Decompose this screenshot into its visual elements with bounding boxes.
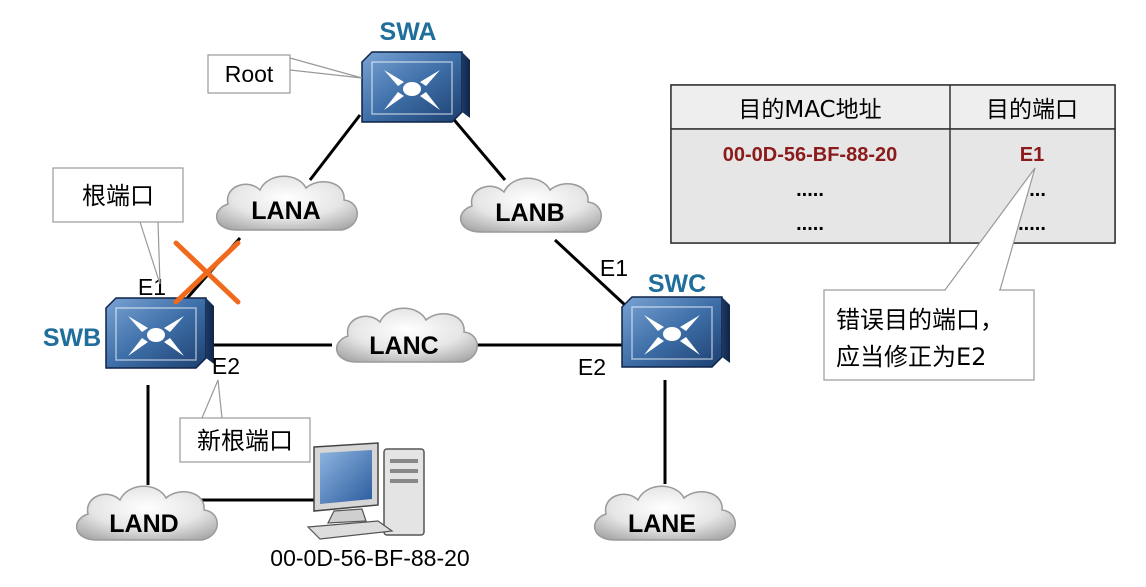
mac-table-cell: 00-0D-56-BF-88-20 <box>723 144 898 166</box>
mac-table-cell: ..... <box>796 213 824 235</box>
port-label-swb-e2: E2 <box>212 353 240 379</box>
lan-cloud-lanc: LANC <box>335 307 479 363</box>
lan-label: LANA <box>251 197 320 225</box>
callout-new-root-port-text: 新根端口 <box>197 427 293 455</box>
lan-label: LANE <box>628 510 696 538</box>
port-label-swc-e2: E2 <box>578 354 606 380</box>
port-label-swb-e1: E1 <box>138 274 166 300</box>
callout-wrong-port: 错误目的端口， 应当修正为E2 <box>823 167 1036 381</box>
callout-root: Root <box>207 54 363 94</box>
port-label-swc-e1: E1 <box>600 255 628 281</box>
lan-cloud-lane: LANE <box>593 485 737 541</box>
lan-label: LANC <box>369 332 438 360</box>
lan-cloud-lana: LANA <box>215 175 359 231</box>
lan-label: LANB <box>495 199 564 227</box>
switch-label-swb: SWB <box>43 324 101 352</box>
host-mac-label: 00-0D-56-BF-88-20 <box>270 545 469 571</box>
switch-swc <box>621 296 731 368</box>
lan-cloud-lanb: LANB <box>459 177 603 233</box>
switch-icon <box>361 51 471 123</box>
switch-label-swc: SWC <box>648 270 706 298</box>
mac-table: 目的MAC地址 目的端口 00-0D-56-BF-88-20 E1 ..... … <box>670 84 1116 244</box>
host-computer <box>306 442 425 540</box>
lan-label: LAND <box>109 510 178 538</box>
link-lanb-swc <box>553 238 627 307</box>
callout-wrong-port-line1: 错误目的端口， <box>836 306 1004 334</box>
mac-table-header-port: 目的端口 <box>986 97 1078 123</box>
switch-icon <box>621 296 731 368</box>
link-swa-lana <box>308 114 362 181</box>
mac-table-cell: ..... <box>1018 213 1046 235</box>
switch-swa <box>361 51 471 123</box>
mac-table-header-mac: 目的MAC地址 <box>738 97 881 123</box>
callout-new-root-port: 新根端口 <box>179 379 311 463</box>
link-failure-cross-icon <box>173 240 241 305</box>
switch-icon <box>105 297 215 369</box>
callout-root-port: 根端口 <box>52 167 184 285</box>
callout-root-port-text: 根端口 <box>82 182 154 210</box>
switch-label-swa: SWA <box>380 18 437 46</box>
computer-icon <box>306 442 425 540</box>
mac-table-cell: E1 <box>1020 144 1044 166</box>
lan-cloud-land: LAND <box>75 485 219 541</box>
mac-table-cell: ..... <box>796 179 824 201</box>
callout-root-text: Root <box>225 61 274 87</box>
link-swa-lanb <box>448 114 507 181</box>
callout-wrong-port-line2: 应当修正为E2 <box>836 343 986 371</box>
switch-swb <box>105 297 215 369</box>
